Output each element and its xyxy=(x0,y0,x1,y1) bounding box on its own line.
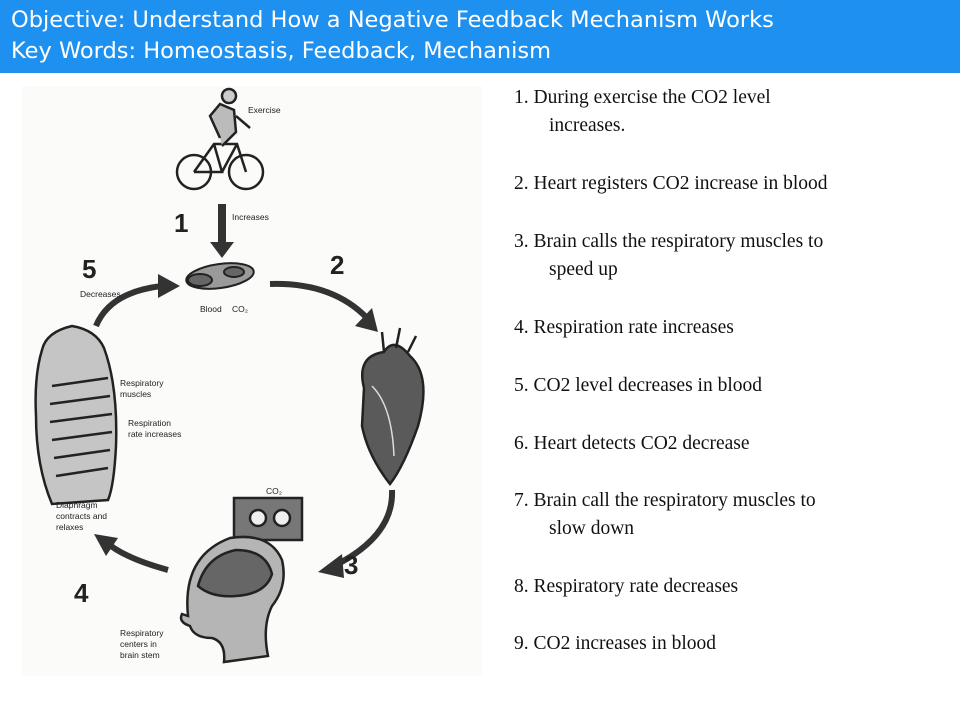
torso-illustration xyxy=(34,324,118,506)
label-resp-muscles-2: muscles xyxy=(120,389,151,399)
label-decreases: Decreases xyxy=(80,289,121,299)
label-resp-muscles-1: Respiratory xyxy=(120,378,164,388)
step-text: 9. CO2 increases in blood xyxy=(514,633,717,654)
feedback-cycle-diagram: Exercise Increases 1 Blood CO₂ 2 xyxy=(22,86,482,676)
step-text: 8. Respiratory rate decreases xyxy=(514,576,739,597)
head-brain-illustration xyxy=(179,535,285,664)
label-centers-2: centers in xyxy=(120,639,157,649)
step-continuation: speed up xyxy=(549,259,618,280)
step-item-4: 4. Respiration rate increases xyxy=(514,314,734,342)
title-banner: Objective: Understand How a Negative Fee… xyxy=(0,0,960,73)
label-diaphragm-2: contracts and xyxy=(56,511,107,521)
cyclist-illustration xyxy=(175,87,265,191)
label-diaphragm-1: Diaphragm xyxy=(56,500,98,510)
step-item-8: 8. Respiratory rate decreases xyxy=(514,573,738,601)
label-co2-blood: CO₂ xyxy=(232,304,248,314)
step-item-6: 6. Heart detects CO2 decrease xyxy=(514,430,750,458)
label-resp-rate-2: rate increases xyxy=(128,429,181,439)
arrow-1 xyxy=(210,204,234,258)
step-number-1: 1 xyxy=(174,208,188,238)
label-exercise: Exercise xyxy=(248,105,281,115)
step-text: 3. Brain calls the respiratory muscles t… xyxy=(514,231,824,252)
label-increases: Increases xyxy=(232,212,269,222)
step-text: 4. Respiration rate increases xyxy=(514,317,734,338)
arrow-3 xyxy=(318,489,396,578)
keywords-text: Key Words: Homeostasis, Feedback, Mechan… xyxy=(11,38,552,64)
step-continuation: increases. xyxy=(549,115,626,136)
step-item-7: 7. Brain call the respiratory muscles to… xyxy=(514,487,816,543)
label-diaphragm-3: relaxes xyxy=(56,522,83,532)
step-text: 5. CO2 level decreases in blood xyxy=(514,375,763,396)
label-centers-1: Respiratory xyxy=(120,628,164,638)
step-continuation: slow down xyxy=(549,518,635,539)
step-text: 1. During exercise the CO2 level xyxy=(514,87,771,108)
label-co2-box: CO₂ xyxy=(266,486,282,496)
blood-cells-illustration xyxy=(185,262,255,290)
arrow-2 xyxy=(269,280,378,332)
objective-text: Objective: Understand How a Negative Fee… xyxy=(11,7,774,33)
step-item-3: 3. Brain calls the respiratory muscles t… xyxy=(514,228,823,284)
step-number-5: 5 xyxy=(82,254,96,284)
label-blood: Blood xyxy=(200,304,222,314)
step-item-2: 2. Heart registers CO2 increase in blood xyxy=(514,170,828,198)
diagram-svg: Exercise Increases 1 Blood CO₂ 2 xyxy=(22,86,482,676)
step-text: 2. Heart registers CO2 increase in blood xyxy=(514,173,828,194)
step-item-9: 9. CO2 increases in blood xyxy=(514,630,716,658)
step-item-5: 5. CO2 level decreases in blood xyxy=(514,372,762,400)
co2-detector-illustration xyxy=(232,496,304,542)
label-centers-3: brain stem xyxy=(120,650,160,660)
step-number-2: 2 xyxy=(330,250,344,280)
arrow-4 xyxy=(94,534,169,573)
step-text: 6. Heart detects CO2 decrease xyxy=(514,433,750,454)
step-number-4: 4 xyxy=(74,578,89,608)
step-item-1: 1. During exercise the CO2 level increas… xyxy=(514,84,771,140)
label-resp-rate-1: Respiration xyxy=(128,418,171,428)
step-number-3: 3 xyxy=(344,550,358,580)
arrow-5 xyxy=(93,274,180,328)
heart-illustration xyxy=(360,327,425,487)
step-text: 7. Brain call the respiratory muscles to xyxy=(514,490,816,511)
